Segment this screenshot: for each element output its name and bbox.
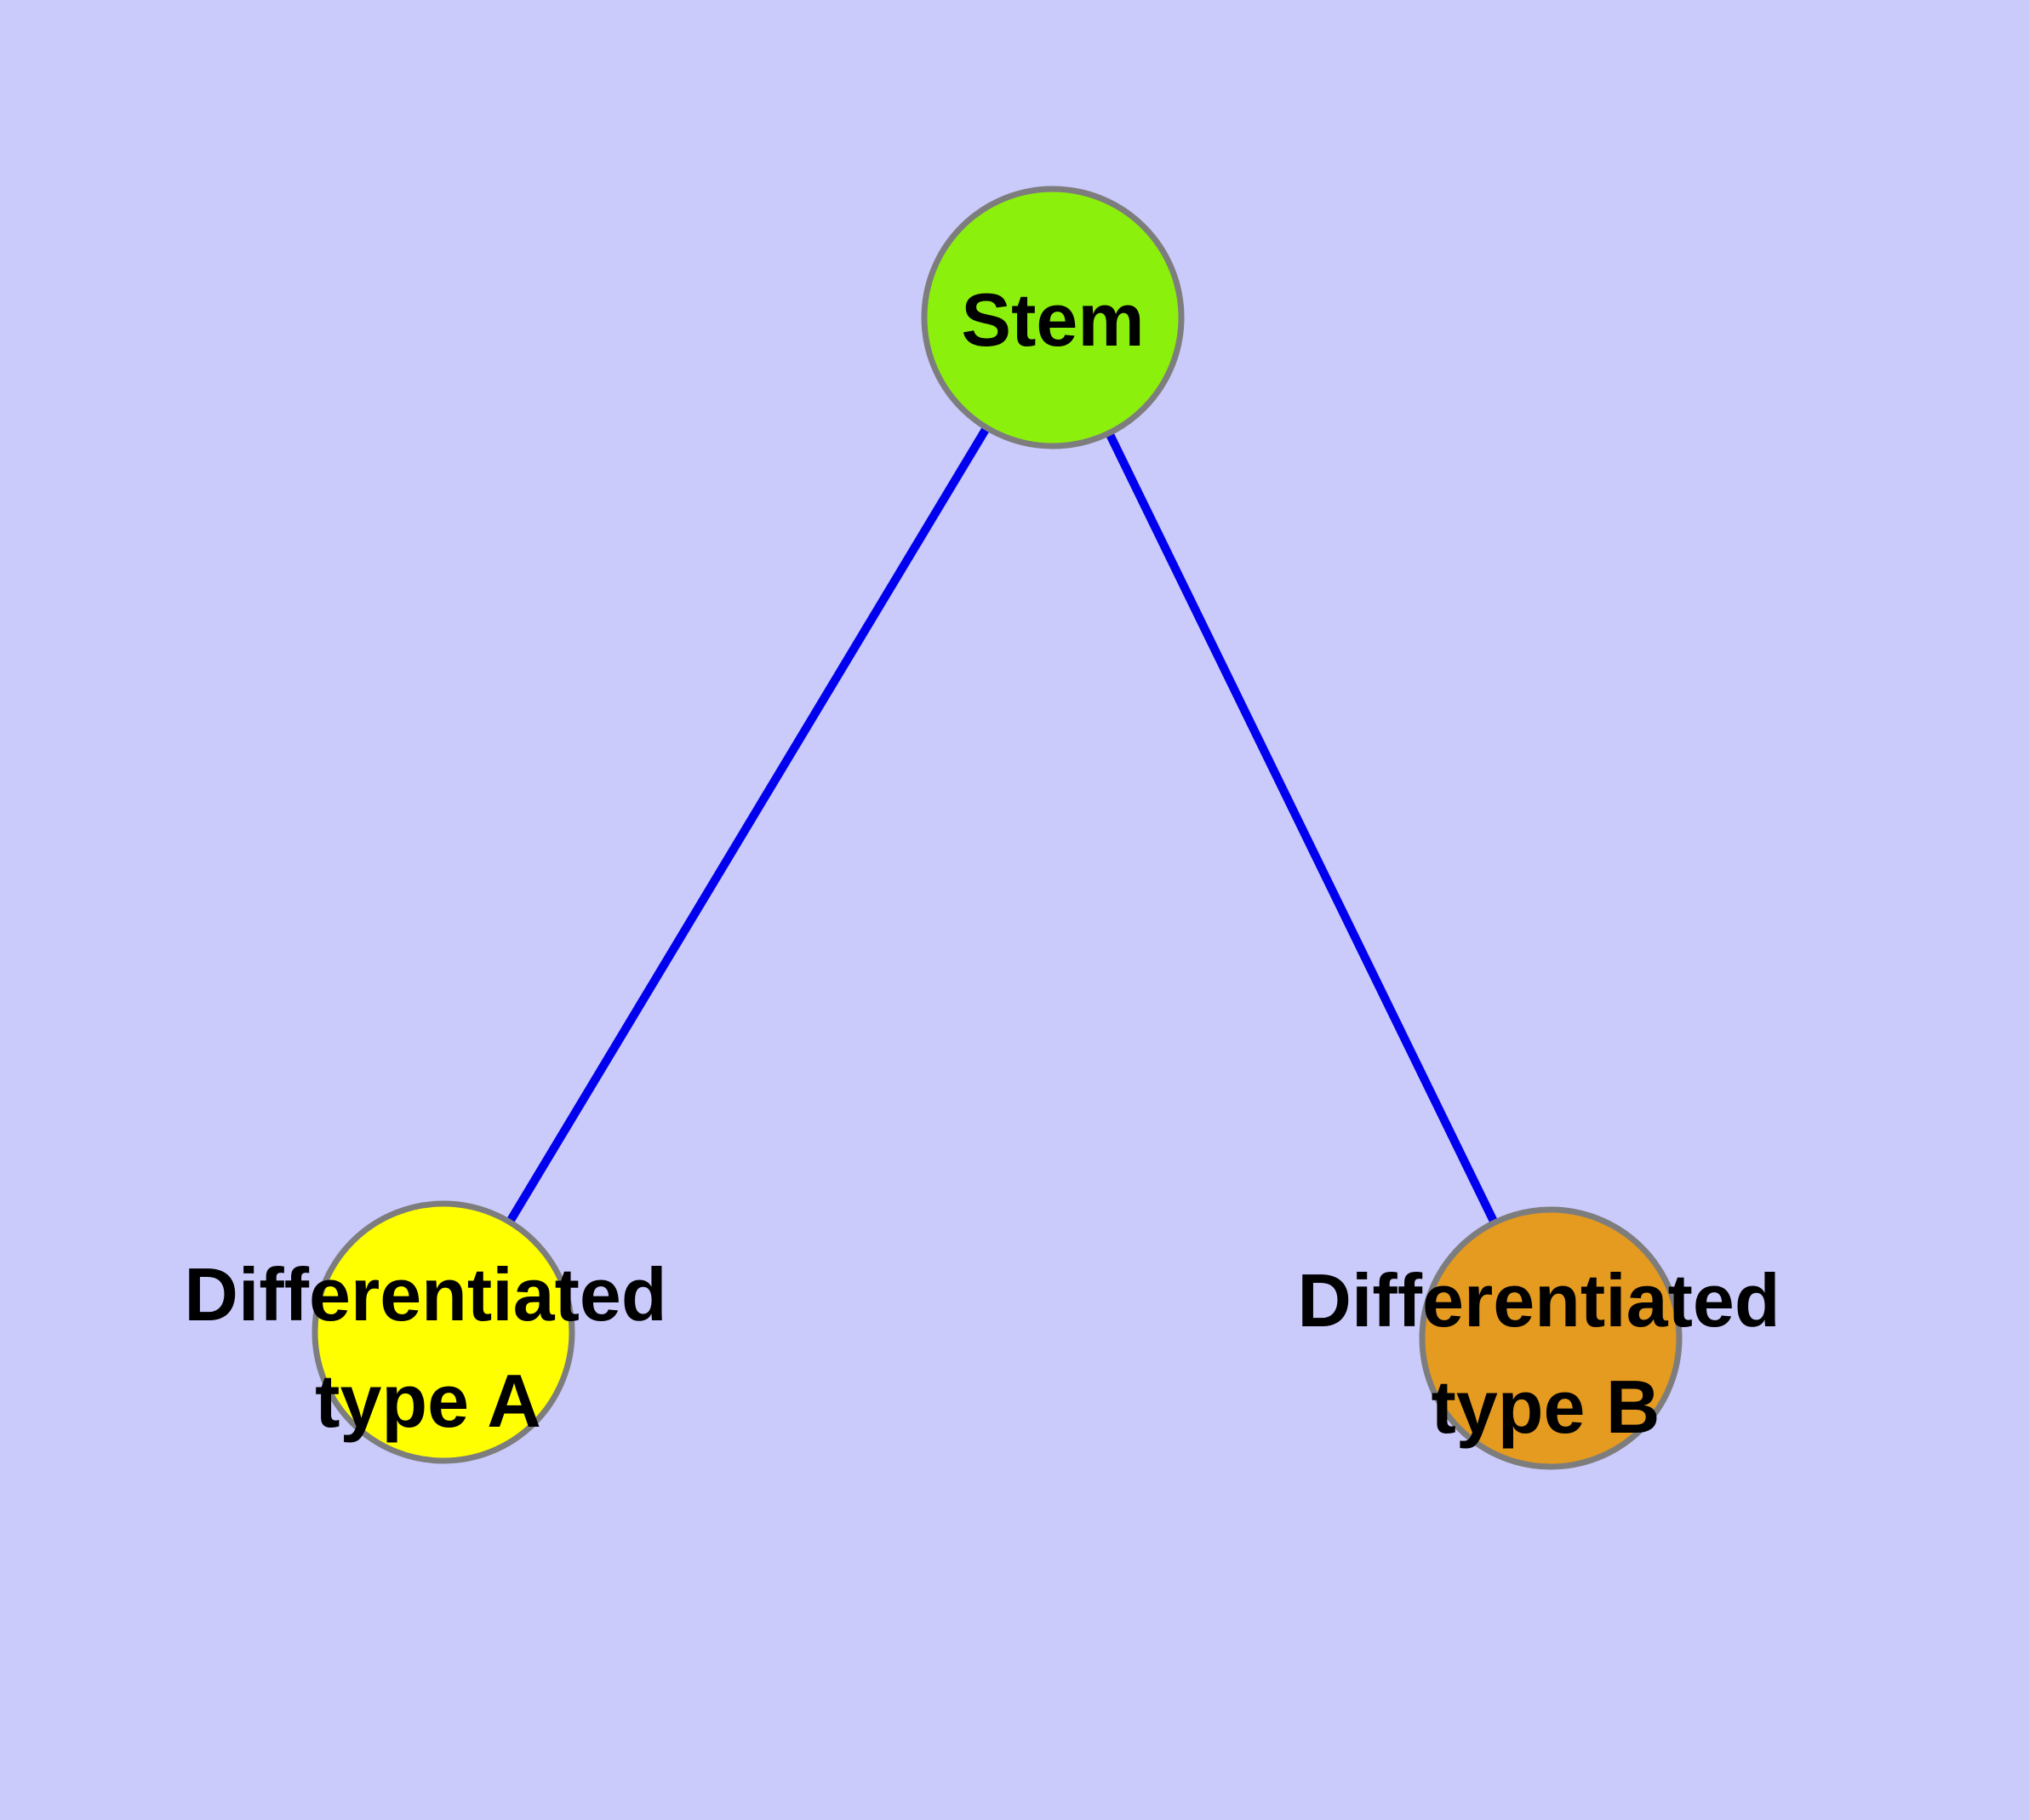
edge-stem-to-type-b xyxy=(1049,313,1555,1342)
edge-stem-to-type-a xyxy=(439,313,1057,1336)
node-type-a-label-line2: type A xyxy=(315,1359,541,1443)
node-differentiated-type-a xyxy=(311,1200,575,1464)
node-stem-label: Stem xyxy=(961,278,1144,362)
node-stem xyxy=(921,186,1185,449)
node-type-b-label-line1: Differentiated xyxy=(1297,1258,1780,1342)
node-type-b-label-line2: type B xyxy=(1432,1365,1660,1449)
node-differentiated-type-b xyxy=(1419,1206,1683,1470)
node-type-a-label-line1: Differentiated xyxy=(184,1252,666,1336)
